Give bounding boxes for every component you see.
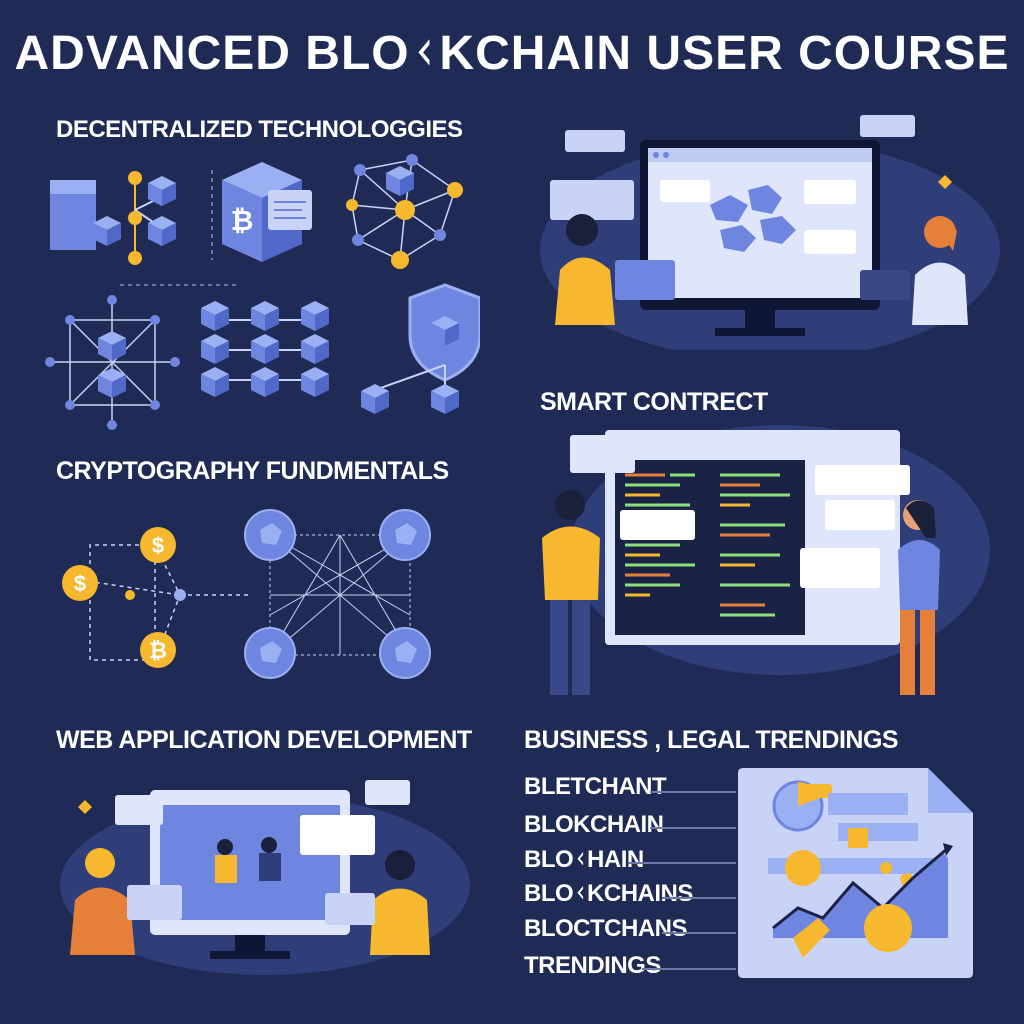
page-title: ADVANCED BLOᚲKCHAIN USER COURSE [14, 27, 1010, 80]
bitcoin-block-icon: ₿ [222, 162, 312, 262]
list-connector [650, 791, 736, 793]
heading-cryptography-fundamentals: CRYPTOGRAPHY FUNDMENTALS [56, 457, 449, 485]
web-app-illustration [60, 780, 470, 975]
heading-decentralized-technologies: DECENTRALIZED TECHNOLOGGIES [56, 116, 463, 143]
bitcoin-coin-icon: ₿ [140, 632, 176, 668]
list-item: BLOKCHAIN [524, 811, 664, 838]
list-connector [642, 968, 736, 970]
svg-text:$: $ [74, 571, 86, 596]
dollar-coin-icon: $ [140, 527, 176, 563]
node-network-nodes [346, 154, 463, 269]
dollar-coin-icon-2: $ [62, 565, 98, 601]
shield-icon [361, 283, 480, 414]
svg-text:$: $ [152, 533, 164, 558]
list-item: BLETCHANT [524, 773, 667, 800]
block-grid-icon [201, 301, 329, 397]
cube-network-icon [50, 300, 175, 425]
list-connector [650, 827, 736, 829]
collaboration-illustration [540, 115, 1000, 350]
list-item: TRENDINGS [524, 952, 661, 979]
list-connector [662, 897, 736, 899]
block-stack-icon [50, 171, 176, 265]
smart-contract-illustration [542, 425, 990, 695]
list-item: BLOCTCHANS [524, 915, 688, 942]
list-item: BLOᚲKCHAINS [524, 880, 693, 907]
list-connector [628, 862, 736, 864]
heading-business-legal-trendings: BUSINESS , LEGAL TRENDINGS [524, 726, 899, 754]
svg-text:₿: ₿ [231, 205, 254, 236]
heading-web-application-development: WEB APPLICATION DEVELOPMENT [56, 726, 472, 754]
svg-text:₿: ₿ [149, 638, 167, 663]
business-document-illustration [738, 768, 973, 978]
cryptography-icons: $ $ ₿ [62, 509, 431, 679]
heading-smart-contract: SMART CONTRECT [540, 388, 768, 416]
list-connector [662, 932, 736, 934]
list-item: BLOᚲHAIN [524, 846, 644, 873]
decentralized-icons: ₿ [45, 154, 480, 430]
